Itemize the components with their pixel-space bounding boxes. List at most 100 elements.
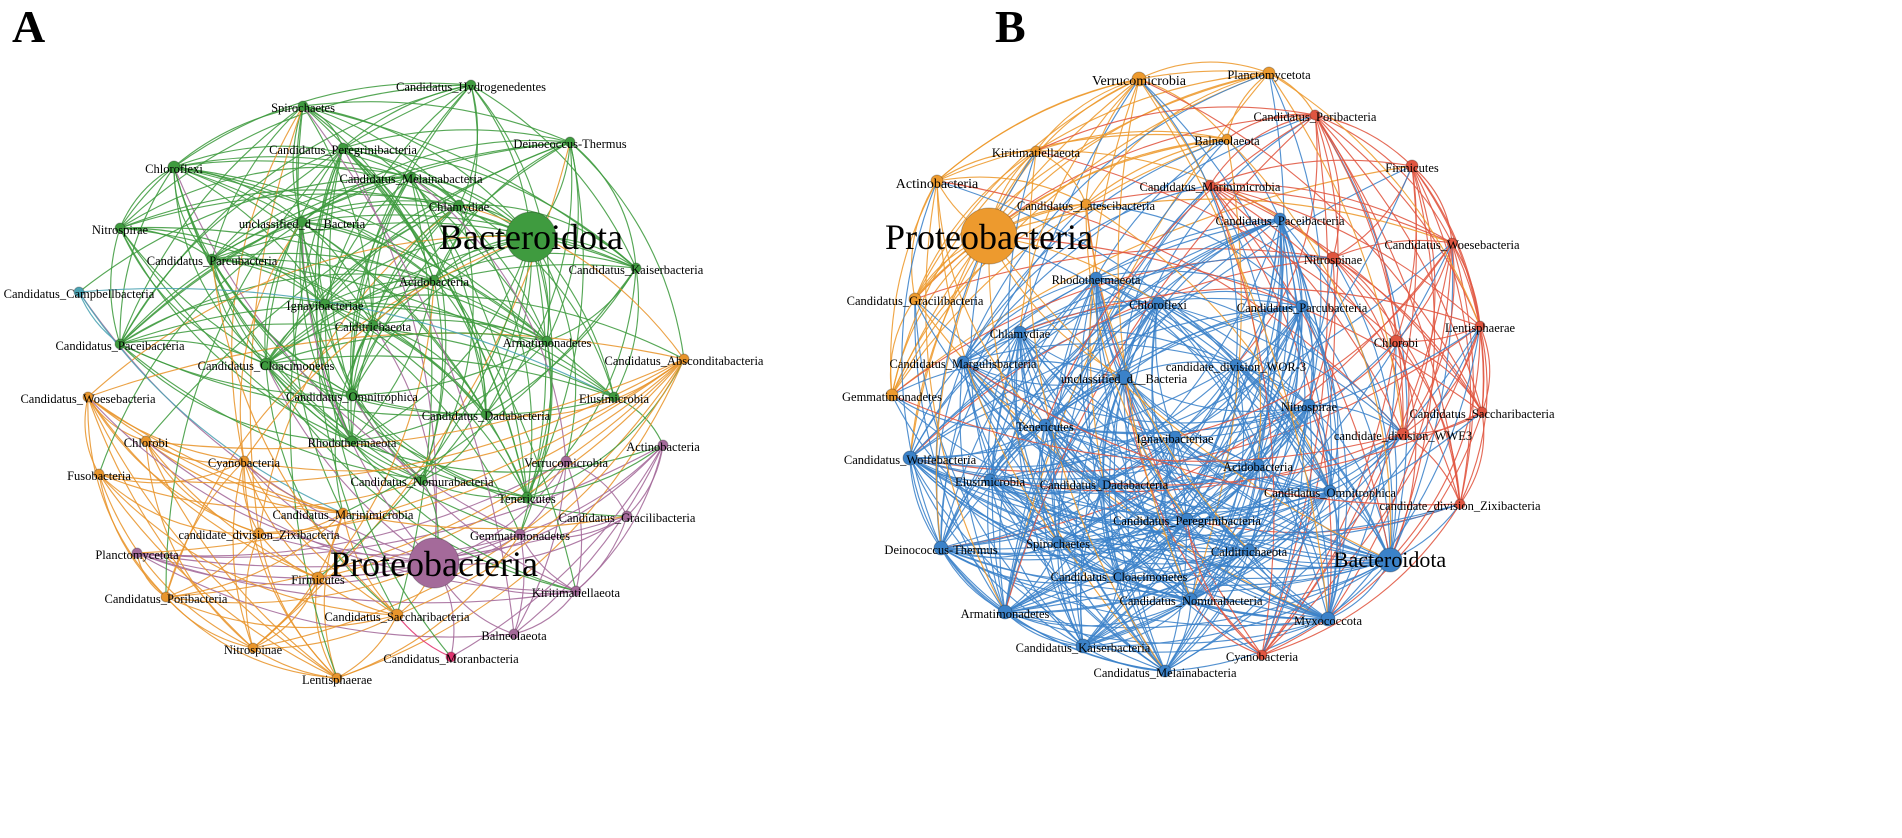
node-deinococcus-thermus <box>564 136 576 148</box>
node-label-candidatus-woesebacteria: Candidatus_Woesebacteria <box>20 392 156 406</box>
edge <box>165 147 344 598</box>
edge <box>119 193 460 229</box>
node-label-candidate-division-wor-3: candidate_division_WOR-3 <box>1166 360 1306 374</box>
edge <box>1057 541 1391 580</box>
edge <box>145 440 319 579</box>
edge <box>145 141 571 442</box>
edge <box>1082 574 1120 647</box>
node-label-acidobacteria: Acidobacteria <box>399 275 470 289</box>
edge <box>1209 184 1483 413</box>
edge <box>936 180 1059 543</box>
edge <box>1004 559 1391 629</box>
node-tenericutes <box>521 491 533 503</box>
edge <box>1261 218 1306 656</box>
edge <box>458 204 637 269</box>
edge <box>1095 270 1303 307</box>
edge <box>1117 78 1192 600</box>
edge <box>1389 325 1481 561</box>
node-label-candidatus-marinimicrobia: Candidatus_Marinimicrobia <box>273 508 414 522</box>
edge <box>351 141 571 396</box>
node-label-firmicutes: Firmicutes <box>291 573 345 587</box>
edge <box>301 221 353 396</box>
edge <box>1123 305 1303 378</box>
edge <box>1044 424 1176 442</box>
edge <box>891 394 1404 462</box>
node-label-firmicutes: Firmicutes <box>1385 161 1439 175</box>
node-firmicutes <box>311 571 325 585</box>
edge <box>989 479 1329 620</box>
edge <box>569 141 685 360</box>
node-label-candidatus-saccharibacteria: Candidatus_Saccharibacteria <box>324 610 470 624</box>
node-candidatus-poribacteria <box>1309 109 1321 121</box>
edge <box>329 147 353 396</box>
edge <box>526 340 553 498</box>
node-label-candidate-division-zixibacteria: candidate_division_Zixibacteria <box>1379 499 1541 513</box>
panel-a-label: A <box>12 1 45 52</box>
node-label-gemmatimonadetes: Gemmatimonadetes <box>470 529 570 543</box>
edge <box>962 361 1329 620</box>
edge <box>1004 611 1329 644</box>
node-candidatus-melainabacteria <box>405 171 417 183</box>
edge <box>914 72 1270 300</box>
node-rhodothermaeota <box>346 435 358 447</box>
edge <box>302 105 637 269</box>
edge <box>1035 150 1087 205</box>
edge <box>78 291 344 514</box>
edge <box>324 303 528 498</box>
edge <box>165 512 344 598</box>
edge <box>1411 165 1453 244</box>
edge <box>421 204 474 481</box>
node-label-unclassified-d-bacteria: unclassified_d__Bacteria <box>1061 372 1188 386</box>
node-acidobacteria <box>428 274 440 286</box>
edge <box>1257 257 1334 466</box>
node-label-balneolaeota: Balneolaeota <box>1194 134 1260 148</box>
edge <box>1035 72 1270 152</box>
edge <box>891 72 1270 396</box>
edge <box>909 457 942 549</box>
edge <box>1044 424 1192 600</box>
edge <box>145 440 260 534</box>
node-label-candidatus-campbellbacteria: Candidatus_Campbellbacteria <box>4 287 155 301</box>
edge <box>245 532 260 649</box>
edge <box>1095 277 1192 600</box>
panel-b-label: B <box>995 1 1026 52</box>
edge <box>1004 598 1192 627</box>
edge <box>410 176 567 462</box>
node-candidatus-hydrogenedentes <box>465 79 477 91</box>
edge <box>372 324 528 498</box>
node-label-armatimonadetes: Armatimonadetes <box>503 336 592 350</box>
node-candidate-division-zixibacteria <box>253 527 265 539</box>
edge <box>470 84 637 269</box>
edge <box>1190 305 1303 600</box>
edge <box>914 150 1037 300</box>
edge <box>119 339 267 365</box>
edge <box>914 298 1391 561</box>
node-candidatus-woesebacteria <box>82 391 94 403</box>
edge <box>342 147 437 564</box>
edge <box>165 596 338 679</box>
edge <box>1157 302 1237 366</box>
node-label-chlorobi: Chlorobi <box>1374 336 1419 350</box>
node-actinobacteria <box>657 439 669 451</box>
edge <box>989 376 1125 481</box>
node-label-nitrospirae: Nitrospirae <box>92 223 149 237</box>
edge <box>324 303 452 658</box>
edge <box>1085 189 1453 244</box>
node-firmicutes <box>1405 159 1419 173</box>
edge <box>396 614 452 658</box>
node-bacteroidota <box>505 211 557 263</box>
edge <box>265 363 423 481</box>
edge <box>1118 559 1391 586</box>
edge <box>119 147 344 345</box>
edge <box>1103 305 1303 484</box>
edge <box>519 533 577 592</box>
node-chloroflexi <box>1151 296 1165 310</box>
node-rhodothermaeota <box>1089 271 1103 285</box>
edge <box>1209 183 1453 244</box>
edge <box>989 479 1331 515</box>
edge <box>119 105 304 229</box>
node-label-actinobacteria: Actinobacteria <box>626 440 700 454</box>
edge <box>909 457 1084 647</box>
